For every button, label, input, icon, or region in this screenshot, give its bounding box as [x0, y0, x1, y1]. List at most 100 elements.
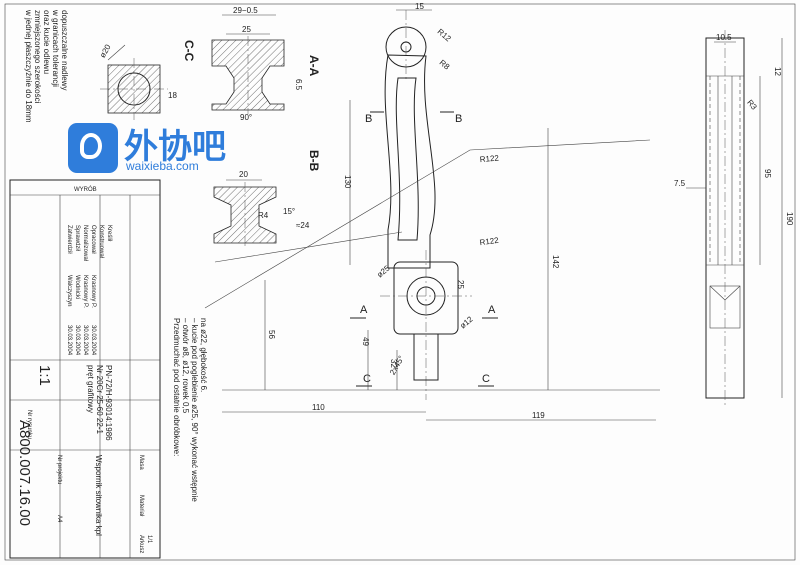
- tb-header: WYRÓB: [74, 186, 97, 193]
- tb-part-name-text: Wspornik sitownika kpl: [94, 455, 103, 536]
- main-note-line-2: – otwór ø8, ø12, rowek 0,5: [181, 318, 190, 414]
- side-note-line-2: w granicach tolerancji: [51, 9, 60, 87]
- tb-name: Wodnicki: [74, 275, 80, 299]
- side-note-line-1: dopuszczalne nadlewy: [60, 10, 69, 91]
- tb-material: pręt grafitowy Nr 20Cr 25-60 22-1 PN-72/…: [86, 365, 113, 441]
- tb-sheet-value: 1/1: [146, 535, 152, 544]
- label-section-c-c: C-C: [182, 40, 196, 62]
- side-note-line-3: oraz kucie odlewu: [42, 10, 51, 74]
- watermark-logo-mark: [80, 133, 102, 159]
- section-c-leader: [107, 44, 126, 61]
- section-a-label-left: A: [360, 304, 368, 316]
- section-c-c: ø20 18 C-C: [98, 40, 196, 120]
- tb-row-label: Normalizował: [82, 225, 88, 262]
- dim-49: 49: [361, 337, 370, 346]
- tb-number: Nr rysunku A800.007.16.00: [16, 410, 33, 526]
- side-view-chamfer-2: [724, 285, 741, 301]
- side-note-line-5: w jednej płaszczyźnie do 18mm: [24, 9, 33, 123]
- dim-56: 56: [267, 330, 276, 339]
- section-a-a: 29−0.5 25 90° 6.5 A-A: [211, 6, 321, 122]
- title-block: WYRÓB Zatwierdził Sprawdził Normalizował…: [9, 179, 161, 559]
- main-notes: Przedmuchać pod ostatnie obróbkowe: – ot…: [172, 318, 208, 502]
- dim-15: 15: [415, 2, 424, 11]
- dim-r12: R12: [436, 27, 453, 44]
- section-b-b: 20 R4 15° ≈24 B-B: [213, 150, 321, 248]
- dim-119: 119: [532, 411, 545, 420]
- tb-row-label: Zatwierdził: [66, 225, 72, 254]
- dim-r122-upper: R122: [479, 153, 499, 164]
- tb-date: 30.03.2004: [82, 325, 88, 356]
- label-section-a-a: A-A: [307, 55, 321, 77]
- bottom-boss: [393, 261, 459, 335]
- tb-number-label: Nr rysunku: [26, 410, 32, 439]
- tb-date: 30.03.2004: [90, 325, 96, 356]
- dim-25: 25: [242, 25, 251, 34]
- tb-part-name: Wspornik sitownika kpl: [94, 455, 103, 536]
- dim-18: 18: [168, 91, 177, 100]
- dim-r4: R4: [258, 211, 269, 220]
- dim-7-5: 7.5: [674, 179, 686, 188]
- dim-12: 12: [773, 67, 782, 76]
- side-note: dopuszczalne nadlewy w granicach toleran…: [24, 9, 69, 123]
- tb-scale-text: 1:1: [36, 365, 53, 386]
- tb-col-material: Materiał: [138, 495, 144, 517]
- lever-shank: [413, 334, 439, 381]
- dim-90deg: 90°: [240, 113, 252, 122]
- tb-name: Walczyszyn: [66, 275, 72, 306]
- dim-r122-lower: R122: [479, 236, 500, 248]
- drawing-frame: [4, 3, 796, 561]
- dim-32: 32: [389, 359, 398, 368]
- tb-row-label: Sprawdził: [74, 225, 80, 252]
- dim-25: 25: [456, 280, 465, 289]
- dim-o25: ø25: [375, 263, 392, 279]
- tb-row-label: Opracował: [90, 225, 96, 254]
- section-c-label-left: C: [363, 373, 371, 385]
- section-b-label-right: B: [455, 113, 462, 125]
- section-c-label-right: C: [482, 373, 490, 385]
- dim-bore-c: ø20: [98, 42, 113, 59]
- tb-format: A4: [56, 515, 62, 523]
- side-view-chamfer-1: [709, 285, 726, 301]
- dim-r8: R8: [438, 58, 452, 72]
- main-note-line-1: Przedmuchać pod ostatnie obróbkowe:: [172, 318, 181, 456]
- tb-date: 30.03.2004: [66, 325, 72, 356]
- tb-row-label: Kreślił: [106, 225, 112, 242]
- main-note-line-4: na ø22, głębokość 6.: [199, 318, 208, 392]
- side-view: 10.5 12 R3 95 7.5 190: [674, 30, 794, 405]
- dim-95: 95: [763, 169, 772, 178]
- tb-project: Nr projektu A4: [56, 455, 62, 523]
- tb-name: Krasnowy P.: [82, 275, 88, 308]
- tb-drawing-number: A800.007.16.00: [16, 420, 33, 526]
- tb-name: Krasnowy P.: [90, 275, 96, 308]
- watermark-name: 外协吧: [124, 127, 226, 167]
- label-section-b-b: B-B: [307, 150, 321, 172]
- tb-sheet-label: Arkusz: [138, 535, 144, 553]
- watermark-logo-icon: [68, 123, 118, 173]
- dim-24: ≈24: [296, 221, 310, 230]
- dim-2x45: 2x45°: [388, 354, 406, 376]
- dim-110: 110: [312, 403, 325, 412]
- lever-arm-outline: [384, 54, 436, 269]
- tb-project-label: Nr projektu: [56, 455, 62, 484]
- tb-standard: PN-72/H-93014:1986: [104, 365, 113, 441]
- dim-o12: ø12: [458, 314, 475, 330]
- tb-rows: Zatwierdził Sprawdził Normalizował Oprac…: [66, 225, 112, 356]
- dim-10-5: 10.5: [716, 33, 732, 42]
- dim-15deg: 15°: [283, 207, 295, 216]
- dim-130: 130: [343, 175, 352, 189]
- dim-6-5: 6.5: [294, 79, 303, 91]
- dim-r3: R3: [745, 98, 759, 112]
- side-note-line-4: zmniejszonego szerokości: [33, 10, 42, 104]
- tb-material-text: pręt grafitowy: [86, 365, 95, 413]
- tb-material-text-2: Nr 20Cr 25-60 22-1: [95, 365, 104, 434]
- watermark-url: waixieba.com: [126, 159, 199, 173]
- dim-142: 142: [551, 255, 560, 269]
- dim-20: 20: [239, 170, 248, 179]
- title-block-frame: [9, 179, 161, 559]
- section-a-label-right: A: [488, 304, 496, 316]
- tb-row-label: Konstruował: [98, 225, 104, 259]
- tb-scale: 1:1: [36, 365, 53, 386]
- dim-190: 190: [785, 212, 794, 226]
- dim-29: 29−0.5: [233, 6, 258, 15]
